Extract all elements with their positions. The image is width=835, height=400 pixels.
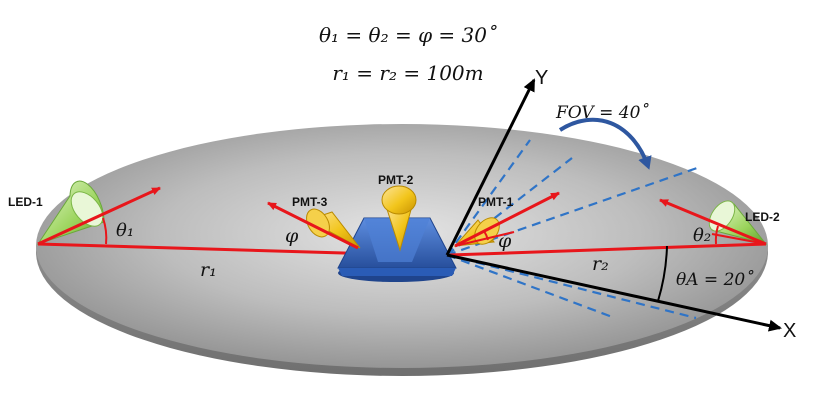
led-1-label: LED-1 <box>8 195 43 209</box>
led-2-guide-line <box>711 233 767 245</box>
pmt-1-guide-line <box>454 231 515 247</box>
pmt-1-label: PMT-1 <box>478 195 514 209</box>
pmt-3-label: PMT-3 <box>292 195 328 209</box>
r1-label: r₁ <box>200 259 217 281</box>
phi-right-arc <box>483 230 489 241</box>
equation-distances: r₁ = r₂ = 100m <box>332 61 483 85</box>
equation-angles: θ₁ = θ₂ = φ = 30˚ <box>319 23 497 47</box>
x-axis-arrow <box>446 253 782 332</box>
r2-line <box>449 242 767 257</box>
pmt-1-direction-arrow <box>454 191 560 248</box>
x-axis-label: X <box>783 320 796 342</box>
r2-label: r₂ <box>592 253 609 275</box>
theta1-label: θ₁ <box>116 220 134 241</box>
phi-right-label: φ <box>498 230 512 252</box>
phi-left-label: φ <box>285 225 299 247</box>
fov-label: FOV = 40˚ <box>555 103 649 123</box>
led-1-direction-arrow <box>37 186 161 246</box>
fov-rotation-arrow <box>558 117 652 170</box>
theta-a-arc <box>657 245 668 302</box>
fov-lines <box>446 139 698 320</box>
theta2-label: θ₂ <box>693 225 711 246</box>
led-2-direction-arrow <box>659 198 767 246</box>
y-axis-arrow <box>445 78 536 256</box>
y-axis-label: Y <box>535 67 548 89</box>
led-2-label: LED-2 <box>745 210 780 224</box>
pmt-3-direction-arrow <box>267 201 359 250</box>
theta-a-label: θA = 20˚ <box>676 270 754 290</box>
theta1-arc <box>102 217 108 245</box>
pmt-2-label: PMT-2 <box>378 173 414 187</box>
theta2-arc <box>714 225 719 245</box>
pmt-2-detector <box>381 185 417 252</box>
